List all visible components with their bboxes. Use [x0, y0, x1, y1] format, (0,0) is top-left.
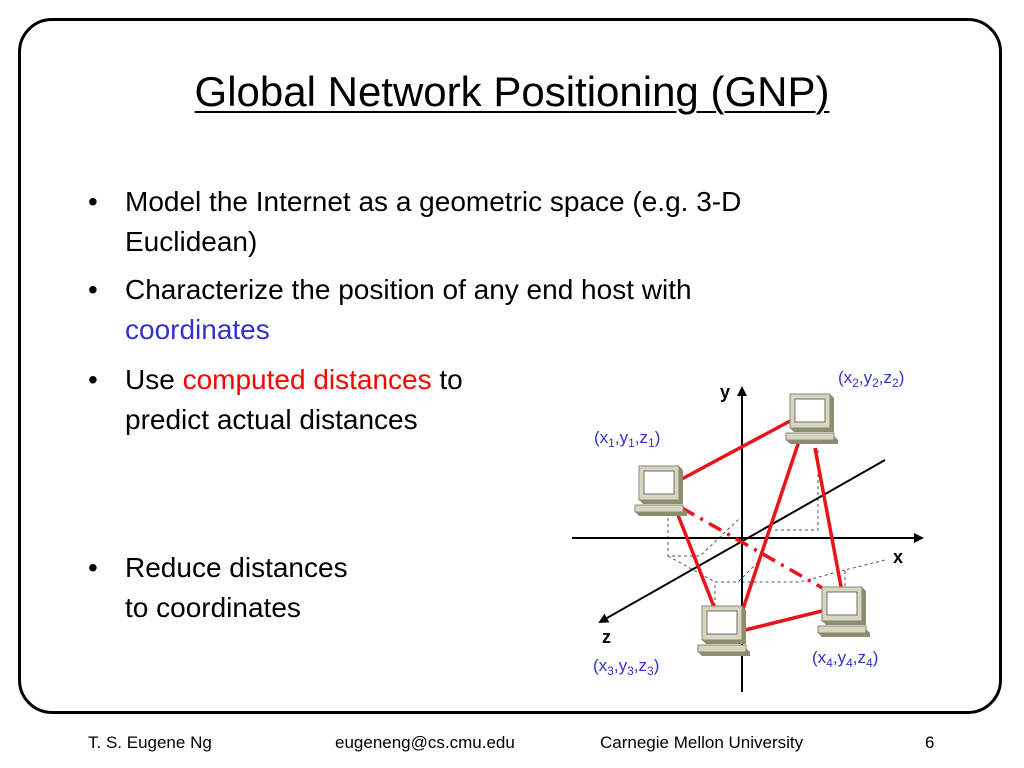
- footer-institution: Carnegie Mellon University: [600, 733, 804, 752]
- distance-links: [676, 418, 844, 632]
- bullet-text: Reduce distances to coordinates: [125, 548, 348, 628]
- slide-title: Global Network Positioning (GNP): [194, 68, 830, 115]
- y-axis-label: y: [720, 382, 730, 402]
- host-3-coordinates: (x3,y3,z3): [593, 656, 659, 678]
- host-4-coordinates: (x4,y4,z4): [812, 648, 878, 670]
- computer-icon: [634, 465, 688, 517]
- computer-icon: [697, 605, 751, 657]
- bullet-line-post: to: [431, 364, 463, 395]
- link-1-2: [679, 418, 793, 482]
- bullet-line: predict actual distances: [125, 404, 418, 435]
- bullet-text: Model the Internet as a geometric space …: [125, 182, 741, 262]
- computer-icon: [817, 586, 871, 638]
- bullet-dot: •: [88, 552, 98, 583]
- footer-author: T. S. Eugene Ng: [88, 733, 212, 752]
- footer-page-number: 6: [925, 733, 935, 752]
- bullet-dot: •: [88, 274, 98, 305]
- bullet-dot: •: [88, 364, 98, 395]
- bullet-dot: •: [88, 186, 98, 217]
- link-1-3: [676, 514, 718, 613]
- link-3-4: [744, 608, 827, 632]
- z-axis-label: z: [602, 627, 611, 647]
- computer-icon: [785, 393, 839, 445]
- bullet-line: to coordinates: [125, 592, 301, 623]
- footer-email: eugeneng@cs.cmu.edu: [335, 733, 515, 752]
- link-2-4: [813, 447, 844, 593]
- x-axis-label: x: [893, 547, 903, 567]
- bullet-line: Model the Internet as a geometric space …: [125, 186, 742, 217]
- bullet-line-pre: Use: [125, 364, 183, 395]
- link-2-3: [740, 437, 802, 613]
- highlight-coordinates: coordinates: [125, 314, 270, 345]
- bullet-line: Reduce distances: [125, 552, 348, 583]
- host-2-coordinates: (x2,y2,z2): [838, 368, 904, 390]
- host-1-coordinates: (x1,y1,z1): [594, 428, 660, 450]
- bullet-text: Use computed distances to predict actual…: [125, 360, 463, 440]
- highlight-computed-distances: computed distances: [182, 364, 432, 395]
- bullet-line: Euclidean): [125, 226, 258, 257]
- bullet-text: Characterize the position of any end hos…: [125, 270, 692, 350]
- bullet-line: Characterize the position of any end hos…: [125, 274, 692, 305]
